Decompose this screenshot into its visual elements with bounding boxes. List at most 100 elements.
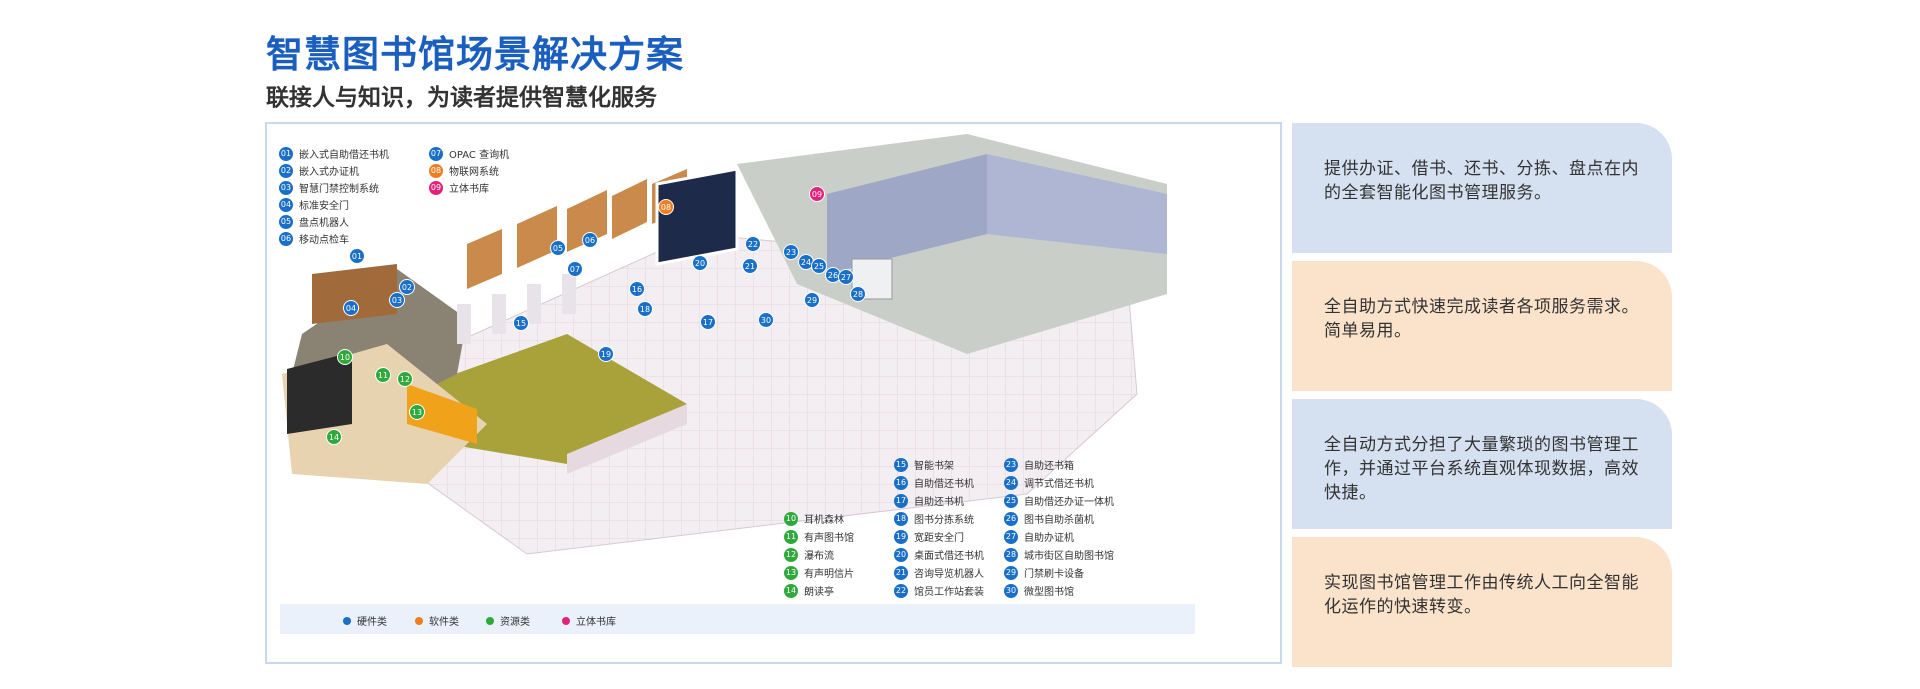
- legend-label: 立体书库: [449, 184, 489, 195]
- legend-number: 18: [894, 511, 908, 526]
- legend-number: 30: [1004, 583, 1018, 598]
- scene-marker: 16: [629, 281, 645, 297]
- legend-label: 智能书架: [914, 461, 954, 472]
- legend-label: 桌面式借还书机: [914, 551, 984, 562]
- legend-label: 有声明信片: [804, 569, 854, 580]
- scene-marker: 02: [399, 279, 415, 295]
- feature-card: 全自动方式分担了大量繁琐的图书管理工作，并通过平台系统直观体现数据，高效快捷。: [1292, 399, 1672, 529]
- category-resource: 资源类: [486, 613, 530, 628]
- legend-label: 馆员工作站套装: [914, 587, 984, 598]
- legend-label: 移动点检车: [299, 235, 349, 246]
- software-dot-icon: [415, 616, 423, 625]
- legend-number: 07: [429, 146, 443, 161]
- scene-marker: 06: [582, 232, 598, 248]
- page-subtitle: 联接人与知识，为读者提供智慧化服务: [266, 85, 657, 111]
- feature-card: 提供办证、借书、还书、分拣、盘点在内的全套智能化图书管理服务。: [1292, 123, 1672, 253]
- legend-label: 自助还书机: [914, 497, 964, 508]
- scene-marker: 23: [783, 244, 799, 260]
- legend-number: 23: [1004, 457, 1018, 472]
- legend-item: 14 朗读亭: [784, 583, 834, 598]
- feature-card: 全自助方式快速完成读者各项服务需求。简单易用。: [1292, 261, 1672, 391]
- legend-label: 瀑布流: [804, 551, 834, 562]
- scene-marker: 25: [811, 258, 827, 274]
- legend-label: 盘点机器人: [299, 218, 349, 229]
- legend-item: 09 立体书库: [429, 180, 489, 195]
- legend-label: OPAC 查询机: [449, 150, 510, 161]
- legend-number: 16: [894, 475, 908, 490]
- legend-item: 18 图书分拣系统: [894, 511, 974, 526]
- category-software: 软件类: [415, 613, 459, 628]
- legend-label: 图书自助杀菌机: [1024, 515, 1094, 526]
- dashboard-screen: [655, 167, 739, 266]
- scene-marker: 28: [850, 286, 866, 302]
- legend-number: 05: [279, 214, 293, 229]
- scene-marker: 21: [742, 258, 758, 274]
- legend-label: 调节式借还书机: [1024, 479, 1094, 490]
- scene-marker: 22: [745, 236, 761, 252]
- legend-number: 14: [784, 583, 798, 598]
- legend-number: 20: [894, 547, 908, 562]
- feature-card: 实现图书馆管理工作由传统人工向全智能化运作的快速转变。: [1292, 537, 1672, 667]
- legend-number: 09: [429, 180, 443, 195]
- scene-marker: 17: [700, 314, 716, 330]
- feature-card-text: 全自助方式快速完成读者各项服务需求。简单易用。: [1324, 297, 1639, 341]
- legend-label: 图书分拣系统: [914, 515, 974, 526]
- scene-marker: 08: [658, 199, 674, 215]
- legend-number: 26: [1004, 511, 1018, 526]
- scene-marker: 13: [409, 404, 425, 420]
- scene-marker: 30: [758, 312, 774, 328]
- category-stack: 立体书库: [562, 613, 616, 628]
- scene-marker: 27: [838, 269, 854, 285]
- legend-item: 22 馆员工作站套装: [894, 583, 984, 598]
- legend-item: 20 桌面式借还书机: [894, 547, 984, 562]
- scene-marker: 29: [804, 292, 820, 308]
- legend-item: 26 图书自助杀菌机: [1004, 511, 1094, 526]
- legend-number: 01: [279, 146, 293, 161]
- category-label: 立体书库: [576, 617, 616, 628]
- legend-number: 22: [894, 583, 908, 598]
- feature-card-text: 实现图书馆管理工作由传统人工向全智能化运作的快速转变。: [1324, 573, 1639, 617]
- legend-label: 有声图书馆: [804, 533, 854, 544]
- legend-number: 19: [894, 529, 908, 544]
- scene-marker: 03: [389, 292, 405, 308]
- scene-marker: 12: [397, 371, 413, 387]
- legend-number: 21: [894, 565, 908, 580]
- legend-number: 06: [279, 231, 293, 246]
- stack-dot-icon: [562, 616, 570, 625]
- category-label: 资源类: [500, 617, 530, 628]
- scene-marker: 07: [567, 261, 583, 277]
- legend-label: 朗读亭: [804, 587, 834, 598]
- scene-marker: 01: [349, 248, 365, 264]
- hardware-dot-icon: [343, 616, 351, 625]
- legend-number: 17: [894, 493, 908, 508]
- legend-label: 自助借还办证一体机: [1024, 497, 1114, 508]
- scene-marker: 20: [692, 255, 708, 271]
- legend-label: 嵌入式自助借还书机: [299, 150, 389, 161]
- category-label: 软件类: [429, 617, 459, 628]
- legend-label: 耳机森林: [804, 515, 844, 526]
- scene-marker: 18: [637, 301, 653, 317]
- legend-number: 28: [1004, 547, 1018, 562]
- legend-item: 07 OPAC 查询机: [429, 146, 509, 161]
- legend-label: 咨询导览机器人: [914, 569, 984, 580]
- scene-marker: 11: [375, 367, 391, 383]
- category-hardware: 硬件类: [343, 613, 387, 628]
- legend-item: 17 自助还书机: [894, 493, 964, 508]
- legend-label: 标准安全门: [299, 201, 349, 212]
- legend-number: 11: [784, 529, 798, 544]
